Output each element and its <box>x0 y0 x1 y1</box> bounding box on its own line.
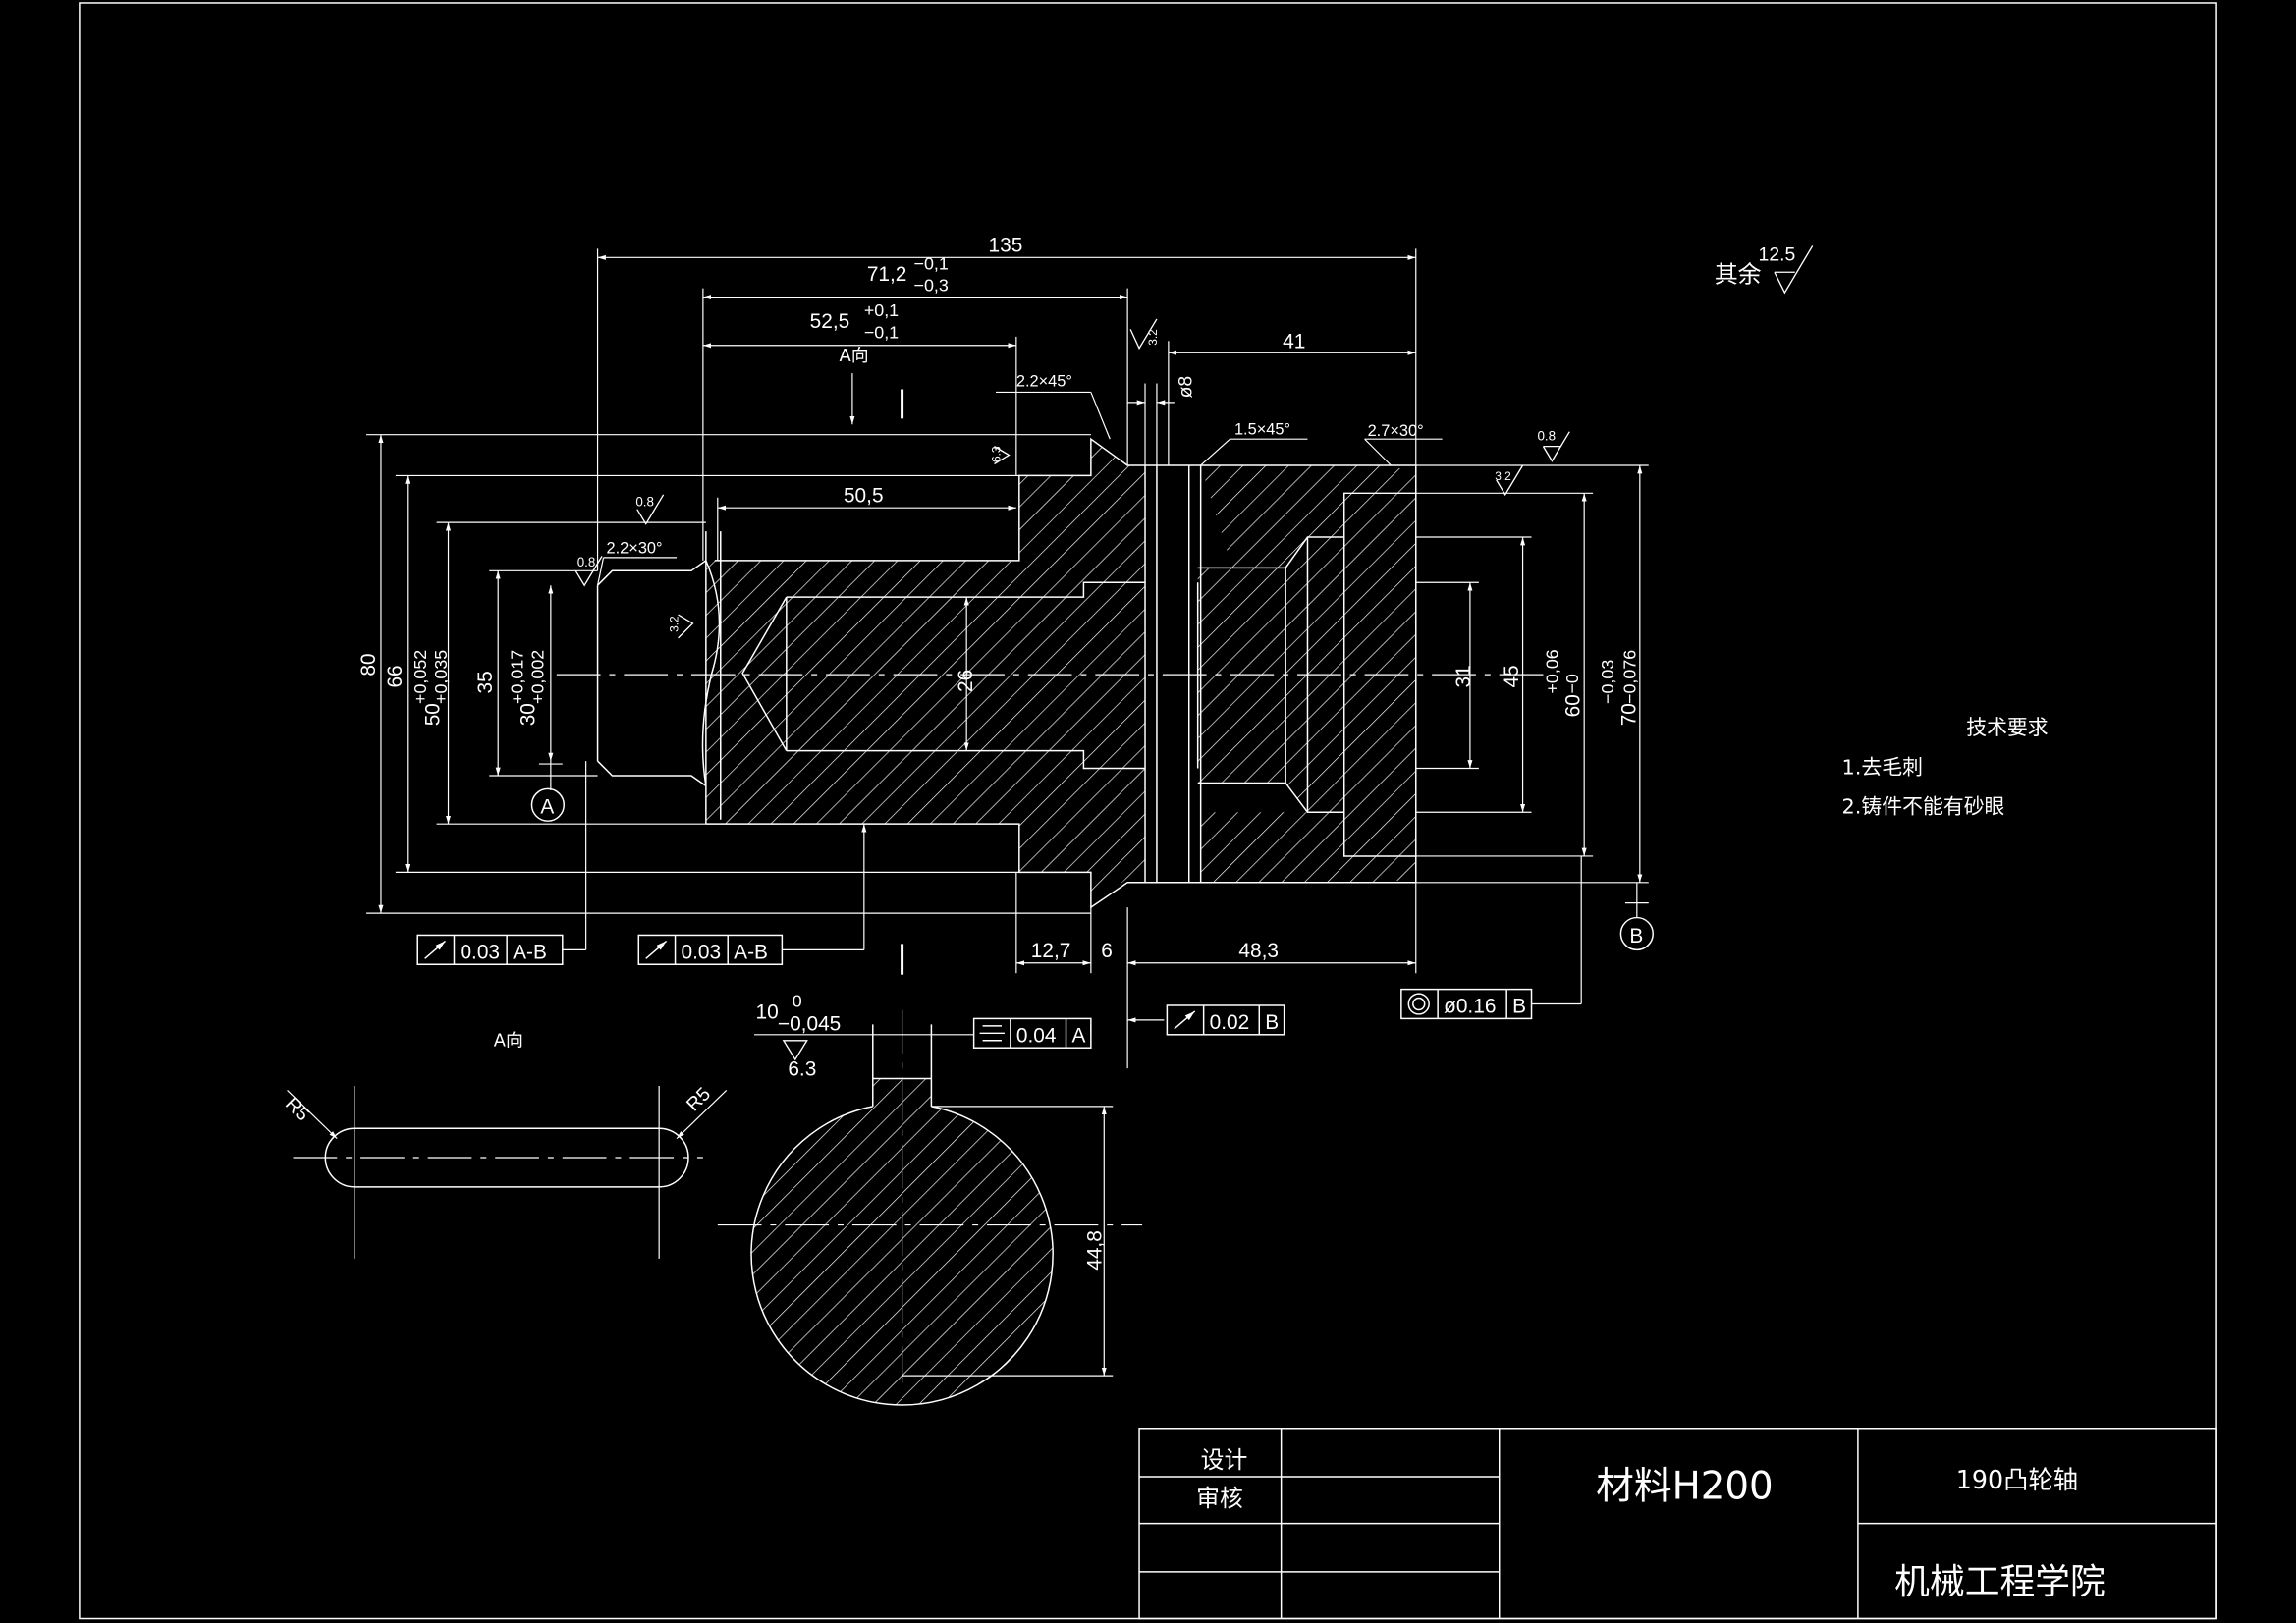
dim-8: ø8 <box>1175 376 1197 399</box>
dim-71-upper: −0,1 <box>914 253 949 273</box>
title-review-label: 审核 <box>1196 1485 1243 1512</box>
shaft-left-end <box>596 560 707 787</box>
dim-70-main: 70 <box>1617 703 1640 726</box>
dim-135: 135 <box>989 234 1023 256</box>
groove-curve <box>701 531 722 820</box>
roughness-0-8-c: 0.8 <box>1537 429 1556 444</box>
dim-10-main: 10 <box>756 1001 779 1023</box>
datum-b-circle <box>1619 916 1654 951</box>
dim-50-lower: +0,035 <box>431 650 451 704</box>
dim-30-lower: +0,002 <box>527 650 547 704</box>
dim-52-upper: +0,1 <box>864 300 899 320</box>
tech-req-item-2: 2.铸件不能有砂眼 <box>1842 795 2005 819</box>
roughness-3-2-b: 3.2 <box>1495 469 1511 483</box>
dim-60-upper: +0,06 <box>1542 649 1561 693</box>
dim-60-lower: −0 <box>1562 674 1582 693</box>
bore <box>741 581 1146 770</box>
cross-section-hatch <box>751 1078 1054 1405</box>
datum-a-label: A <box>540 796 554 819</box>
dim-45: 45 <box>1501 665 1523 687</box>
roughness-6-3: 6.3 <box>989 446 1003 462</box>
dim-10-upper: 0 <box>793 991 802 1010</box>
roughness-3-2-a: 3.2 <box>668 616 682 632</box>
roughness-symbols <box>574 245 1814 1061</box>
tol-3-value: 0.04 <box>1016 1024 1057 1047</box>
dim-30-main: 30 <box>517 703 539 726</box>
radius-r5-left: R5 <box>281 1093 313 1125</box>
pin-hole <box>1144 464 1202 883</box>
chamfer-1-5x45: 1.5×45° <box>1234 421 1290 439</box>
tol-2-ref: A-B <box>734 941 768 963</box>
tol-2-value: 0.03 <box>682 941 722 963</box>
dim-70-upper: −0,03 <box>1598 660 1617 704</box>
tol-1-value: 0.03 <box>460 941 500 963</box>
dim-10-lower: −0,045 <box>778 1012 841 1035</box>
dim-6-3: 6.3 <box>788 1058 816 1081</box>
dim-52-lower: −0,1 <box>864 322 899 342</box>
dim-26: 26 <box>955 670 977 692</box>
radius-r5-right: R5 <box>683 1083 715 1115</box>
chamfer-2-7x30: 2.7×30° <box>1368 422 1424 440</box>
roughness-0-8-b: 0.8 <box>577 555 596 569</box>
dim-50-upper: +0,052 <box>410 650 430 704</box>
title-school: 机械工程学院 <box>1894 1562 2105 1602</box>
tol-4-ref: B <box>1265 1011 1279 1034</box>
cross-section-outline <box>750 1024 1054 1406</box>
flange-section-hatch <box>1197 464 1416 883</box>
dim-66: 66 <box>384 665 407 687</box>
chamfer-2-2x30: 2.2×30° <box>607 539 663 557</box>
a-view-label: A向 <box>494 1031 523 1052</box>
roughness-rest-value: 12.5 <box>1759 243 1796 265</box>
dim-12-7: 12,7 <box>1031 940 1071 962</box>
title-part-name: 190凸轮轴 <box>1956 1465 2078 1494</box>
dim-52-main: 52,5 <box>810 310 850 333</box>
dimension-lines <box>366 248 1649 1069</box>
dim-71-main: 71,2 <box>867 263 907 286</box>
tolerance-frame-1 <box>416 934 564 966</box>
tol-1-ref: A-B <box>513 941 547 963</box>
dim-6: 6 <box>1101 940 1113 962</box>
roughness-3-2-c: 3.2 <box>1146 329 1160 346</box>
tol-5-ref: B <box>1512 995 1526 1017</box>
dim-35: 35 <box>474 671 497 693</box>
tech-req-item-1: 1.去毛刺 <box>1842 755 1923 779</box>
tolerance-frame-2 <box>637 934 784 966</box>
dim-60-main: 60 <box>1562 694 1585 717</box>
tolerance-frame-4 <box>1166 1004 1285 1036</box>
tolerance-frame-3 <box>972 1017 1092 1049</box>
tol-5-value: ø0.16 <box>1444 995 1496 1017</box>
dim-41: 41 <box>1283 331 1305 353</box>
tol-3-ref: A <box>1071 1024 1085 1047</box>
dim-31: 31 <box>1452 665 1475 687</box>
roughness-rest-label: 其余 <box>1715 261 1762 289</box>
title-material: 材料H200 <box>1596 1464 1774 1508</box>
dim-80: 80 <box>357 653 380 676</box>
a-view-slot-extensions <box>287 1085 728 1259</box>
roughness-0-8-a: 0.8 <box>635 495 654 510</box>
shaft-outline <box>705 437 1417 909</box>
dim-70-lower: −0,076 <box>1619 650 1639 704</box>
tech-req-title: 技术要求 <box>1966 716 2049 739</box>
title-design-label: 设计 <box>1201 1446 1248 1474</box>
datum-b-label: B <box>1629 925 1643 947</box>
dim-30-upper: +0,017 <box>508 650 527 704</box>
chamfer-2-2x45: 2.2×45° <box>1016 373 1072 391</box>
tol-4-value: 0.02 <box>1210 1011 1250 1034</box>
datum-a-circle <box>530 787 566 822</box>
dim-50-5: 50,5 <box>844 484 884 507</box>
a-view-label-top: A向 <box>839 346 868 366</box>
cross-section-dims <box>754 1024 1114 1377</box>
tolerance-frame-5 <box>1400 988 1533 1020</box>
dim-48-3: 48,3 <box>1238 940 1279 962</box>
dim-71-lower: −0,3 <box>914 276 949 296</box>
dim-44-8: 44,8 <box>1083 1230 1106 1271</box>
title-block <box>1138 1428 2217 1620</box>
dim-50-main: 50 <box>422 703 445 726</box>
shaft-section-hatch <box>705 439 1146 908</box>
